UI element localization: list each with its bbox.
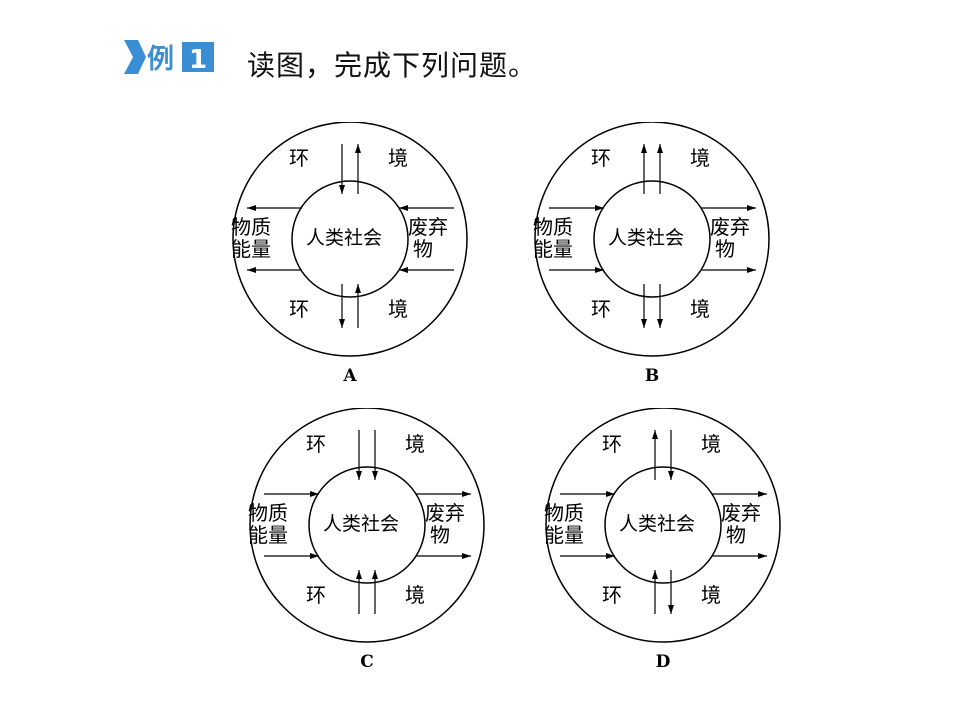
inner-circle (593, 180, 711, 298)
inner-circle (291, 180, 409, 298)
waste-label-line1: 废弃 (425, 501, 465, 525)
arrow-top-1-head (641, 144, 647, 153)
outer-circle (249, 408, 485, 643)
environment-label-top-right: 境 (405, 432, 425, 456)
waste-label-line1: 废弃 (408, 215, 448, 239)
arrow-right-1-head (399, 205, 408, 211)
arrow-left-2-head (247, 267, 256, 273)
diagram-caption: D (655, 652, 671, 672)
waste-label-line2: 物 (715, 237, 735, 261)
arrow-right-2-head (758, 553, 767, 559)
material-label-line1: 物质 (544, 501, 584, 525)
arrow-bottom-1-head (339, 319, 345, 328)
inner-circle (308, 466, 426, 584)
arrow-top-2-head (355, 144, 361, 153)
human-society-label: 人类社会 (608, 227, 685, 249)
environment-label-top-right: 境 (701, 432, 721, 456)
example-badge: 例 1 (124, 40, 216, 75)
environment-label-bottom-right: 境 (388, 297, 408, 321)
badge-number: 1 (189, 45, 207, 74)
diagram-d-drawing (545, 408, 781, 643)
environment-label-top-left: 环 (306, 432, 326, 456)
arrow-right-1-head (747, 205, 756, 211)
environment-label-bottom-left: 环 (306, 583, 326, 607)
diagram-c-drawing (249, 408, 485, 643)
diagram-caption: B (644, 366, 660, 386)
outer-circle (232, 122, 468, 357)
arrow-bottom-1-head (652, 570, 658, 579)
arrow-bottom-2-head (355, 284, 361, 293)
arrow-top-2-head (372, 471, 378, 480)
material-label-line1: 物质 (231, 215, 271, 239)
arrow-left-2-head (595, 267, 604, 273)
arrow-left-1-head (595, 205, 604, 211)
material-label-line1: 物质 (533, 215, 573, 239)
outer-circle (545, 408, 781, 643)
diagram-caption: A (343, 366, 357, 386)
inner-circle (604, 466, 722, 584)
waste-label-line2: 物 (726, 523, 746, 547)
badge-chevron-icon (124, 40, 146, 74)
environment-label-bottom-left: 环 (602, 583, 622, 607)
example-badge-graphic: 例 1 (124, 40, 214, 75)
question-text: 读图，完成下列问题。 (247, 49, 538, 82)
material-label-line1: 物质 (248, 501, 288, 525)
arrow-top-1-head (652, 430, 658, 439)
waste-label-line1: 废弃 (721, 501, 761, 525)
arrow-left-1-head (606, 491, 615, 497)
environment-label-bottom-right: 境 (701, 583, 721, 607)
environment-label-top-left: 环 (289, 146, 309, 170)
arrow-top-1-head (356, 471, 362, 480)
human-society-label: 人类社会 (306, 227, 383, 249)
arrow-left-2-head (606, 553, 615, 559)
diagram-b-drawing (534, 122, 770, 357)
waste-label-line2: 物 (430, 523, 450, 547)
arrow-top-2-head (668, 471, 674, 480)
arrow-top-2-head (657, 144, 663, 153)
arrow-right-2-head (462, 553, 471, 559)
environment-label-top-left: 环 (602, 432, 622, 456)
environment-label-bottom-left: 环 (289, 297, 309, 321)
human-society-label: 人类社会 (323, 513, 400, 535)
environment-label-bottom-right: 境 (405, 583, 425, 607)
badge-number-box (182, 42, 214, 72)
arrow-bottom-1-head (641, 319, 647, 328)
material-label-line2: 能量 (533, 237, 573, 261)
arrow-bottom-1-head (356, 570, 362, 579)
human-society-label: 人类社会 (619, 513, 696, 535)
waste-label-line1: 废弃 (710, 215, 750, 239)
material-label-line2: 能量 (231, 237, 271, 261)
arrow-bottom-2-head (372, 570, 378, 579)
waste-label-line2: 物 (413, 237, 433, 261)
environment-label-bottom-left: 环 (591, 297, 611, 321)
material-label-line2: 能量 (544, 523, 584, 547)
arrow-right-2-head (399, 267, 408, 273)
environment-label-top-left: 环 (591, 146, 611, 170)
environment-label-top-right: 境 (388, 146, 408, 170)
arrow-left-1-head (310, 491, 319, 497)
arrow-right-1-head (462, 491, 471, 497)
arrow-left-2-head (310, 553, 319, 559)
arrow-right-1-head (758, 491, 767, 497)
badge-label: 例 (147, 44, 174, 74)
arrow-left-1-head (247, 205, 256, 211)
outer-circle (534, 122, 770, 357)
diagram-a-drawing (232, 122, 468, 357)
environment-label-bottom-right: 境 (690, 297, 710, 321)
arrow-top-1-head (339, 185, 345, 194)
arrow-right-2-head (747, 267, 756, 273)
arrow-bottom-2-head (668, 605, 674, 614)
material-label-line2: 能量 (248, 523, 288, 547)
diagram-caption: C (360, 652, 374, 672)
environment-label-top-right: 境 (690, 146, 710, 170)
arrow-bottom-2-head (657, 319, 663, 328)
